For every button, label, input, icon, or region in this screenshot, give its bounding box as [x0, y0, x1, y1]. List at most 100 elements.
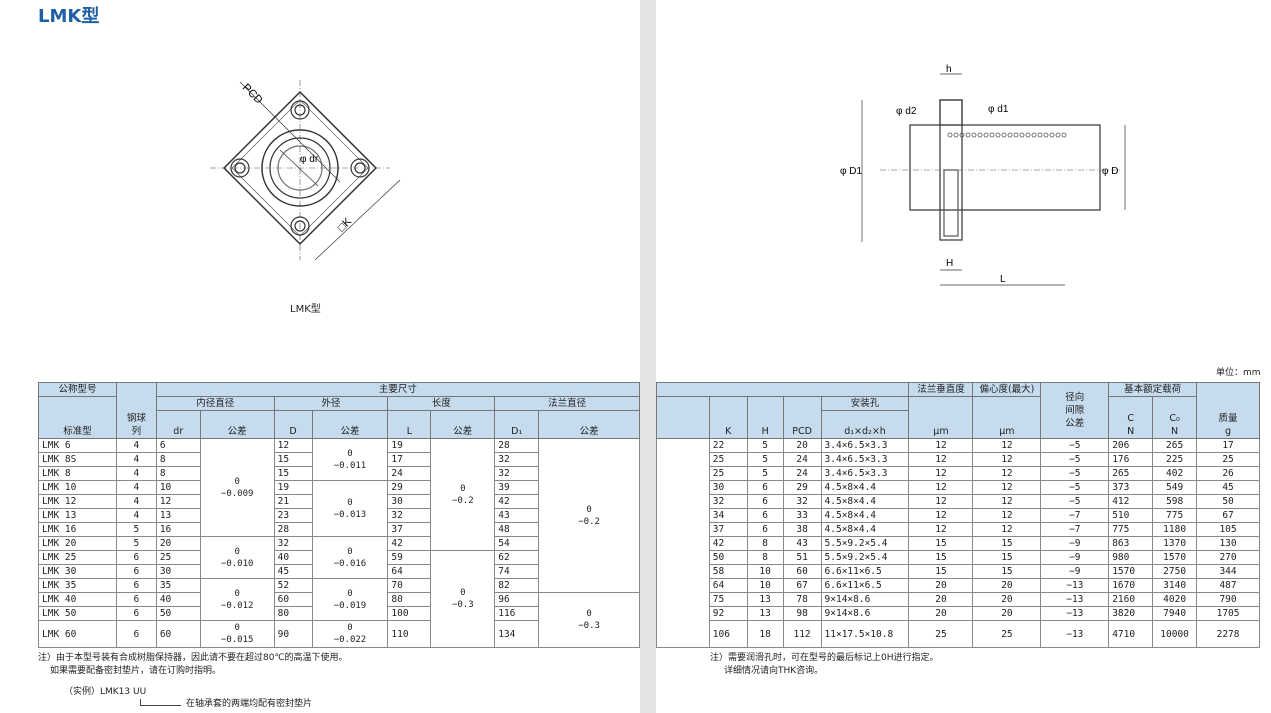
d1-label: φ d1 [988, 104, 1009, 115]
cell-balls: 6 [115, 606, 157, 621]
cell-tol-L: 0 −0.3 [430, 550, 496, 648]
cell-H: 8 [746, 536, 784, 551]
cell-PCD: 43 [782, 536, 822, 551]
cell-mass: 487 [1196, 578, 1260, 593]
cell-perp: 20 [908, 592, 974, 607]
cell-dr: 30 [155, 564, 201, 579]
hdr-perp-unit: μm [908, 396, 974, 439]
hdr-H: H [746, 396, 784, 439]
table-row: 92 13 98 9×14×8.6 20 20 −13 3820 7940 17… [656, 606, 1260, 621]
table-row: 22 5 20 3.4×6.5×3.3 12 12 −5 206 265 17 [656, 438, 1260, 453]
cell-ecc: 12 [972, 508, 1042, 523]
cell-mass: 105 [1196, 522, 1260, 537]
cell-holes: 4.5×8×4.4 [820, 494, 910, 509]
cell-C: 265 [1108, 466, 1154, 481]
cell-perp: 12 [908, 522, 974, 537]
cell-perp: 12 [908, 438, 974, 453]
hdr-D: D [273, 410, 313, 439]
spec-table-left: 公称型号 钢球 列 主要尺寸 标准型 内径直径 外径 长度 法兰直径 dr 公差… [38, 382, 641, 648]
cell-C: 176 [1108, 452, 1154, 467]
cell-K: 30 [708, 480, 748, 495]
cell-C: 980 [1108, 550, 1154, 565]
cell-C0: 1370 [1152, 536, 1198, 551]
cell-clr: −5 [1040, 466, 1110, 481]
cell-H: 5 [746, 466, 784, 481]
cell-balls: 6 [115, 592, 157, 607]
cell-PCD: 67 [782, 578, 822, 593]
table-row: 32 6 32 4.5×8×4.4 12 12 −5 412 598 50 [656, 494, 1260, 509]
hdr-dr: dr [155, 410, 201, 439]
hdr-tol-D1: 公差 [538, 410, 640, 439]
hdr-L: L [387, 410, 432, 439]
hdr-tol-dr: 公差 [199, 410, 275, 439]
cell-clr: −7 [1040, 522, 1110, 537]
hdr-balls: 钢球 列 [115, 382, 157, 439]
cell-balls: 4 [115, 452, 157, 467]
H-label: H [946, 258, 953, 269]
cell-holes: 3.4×6.5×3.3 [820, 452, 910, 467]
cell-holes: 6.6×11×6.5 [820, 578, 910, 593]
cell-dr: 25 [155, 550, 201, 565]
cell-D1: 28 [494, 438, 540, 453]
cell-dr: 16 [155, 522, 201, 537]
cell-model: LMK 50 [38, 606, 117, 621]
note-right-2: 详细情况请向THK咨询。 [724, 666, 824, 676]
cell-blank [656, 550, 710, 565]
hdr-D1: D₁ [494, 410, 540, 439]
cell-blank [656, 592, 710, 607]
cell-dr: 10 [155, 480, 201, 495]
cell-D: 12 [273, 438, 313, 453]
cell-model: LMK 25 [38, 550, 117, 565]
cell-holes: 4.5×8×4.4 [820, 522, 910, 537]
note-left-1: 注）由于本型号装有合成树脂保持器，因此请不要在超过80℃的高温下使用。 [38, 653, 348, 663]
spec-table-right: 法兰垂直度 偏心度(最大) 径向 间隙 公差 基本额定载荷 质量 g K H P… [655, 382, 1260, 648]
hdr-tol-D: 公差 [311, 410, 389, 439]
example-leader-line [140, 699, 181, 706]
note-example-desc: 在轴承套的两端均配有密封垫片 [186, 699, 313, 709]
cell-tol-D: 0 −0.013 [311, 480, 389, 537]
cell-dr: 50 [155, 606, 201, 621]
cell-ecc: 15 [972, 564, 1042, 579]
cell-mass: 2278 [1196, 620, 1260, 648]
table-row: 37 6 38 4.5×8×4.4 12 12 −7 775 1180 105 [656, 522, 1260, 537]
cell-C0: 775 [1152, 508, 1198, 523]
hdr-outer: 外径 [273, 396, 389, 411]
cell-clr: −9 [1040, 550, 1110, 565]
cell-L: 17 [387, 452, 432, 467]
cell-D1: 96 [494, 592, 540, 607]
cell-D1: 74 [494, 564, 540, 579]
note-left-2: 如果需要配备密封垫片，请在订购时指明。 [50, 666, 222, 676]
hdr-perp: 法兰垂直度 [908, 382, 974, 397]
cell-D1: 43 [494, 508, 540, 523]
cell-model: LMK 30 [38, 564, 117, 579]
hdr-ecc-unit: μm [972, 396, 1042, 439]
cell-tol-dr: 0 −0.012 [199, 578, 275, 621]
hdr-C: C N [1108, 396, 1154, 439]
cell-balls: 5 [115, 522, 157, 537]
cell-D1: 48 [494, 522, 540, 537]
table-row: 58 10 60 6.6×11×6.5 15 15 −9 1570 2750 3… [656, 564, 1260, 579]
cell-PCD: 38 [782, 522, 822, 537]
cell-PCD: 60 [782, 564, 822, 579]
cell-H: 6 [746, 522, 784, 537]
cell-perp: 15 [908, 564, 974, 579]
d2-label: φ d2 [896, 106, 917, 117]
cell-ecc: 15 [972, 536, 1042, 551]
cell-L: 30 [387, 494, 432, 509]
cell-model: LMK 8 [38, 466, 117, 481]
cell-H: 13 [746, 606, 784, 621]
cell-balls: 4 [115, 438, 157, 453]
cell-PCD: 24 [782, 466, 822, 481]
cell-K: 75 [708, 592, 748, 607]
cell-clr: −5 [1040, 438, 1110, 453]
cell-D1: 32 [494, 452, 540, 467]
hdr-K: K [708, 396, 748, 439]
cell-balls: 4 [115, 494, 157, 509]
cell-D1: 82 [494, 578, 540, 593]
cell-H: 10 [746, 564, 784, 579]
cell-blank [656, 452, 710, 467]
cell-C0: 265 [1152, 438, 1198, 453]
hdr-PCD: PCD [782, 396, 822, 439]
cell-C: 775 [1108, 522, 1154, 537]
cell-ecc: 12 [972, 494, 1042, 509]
